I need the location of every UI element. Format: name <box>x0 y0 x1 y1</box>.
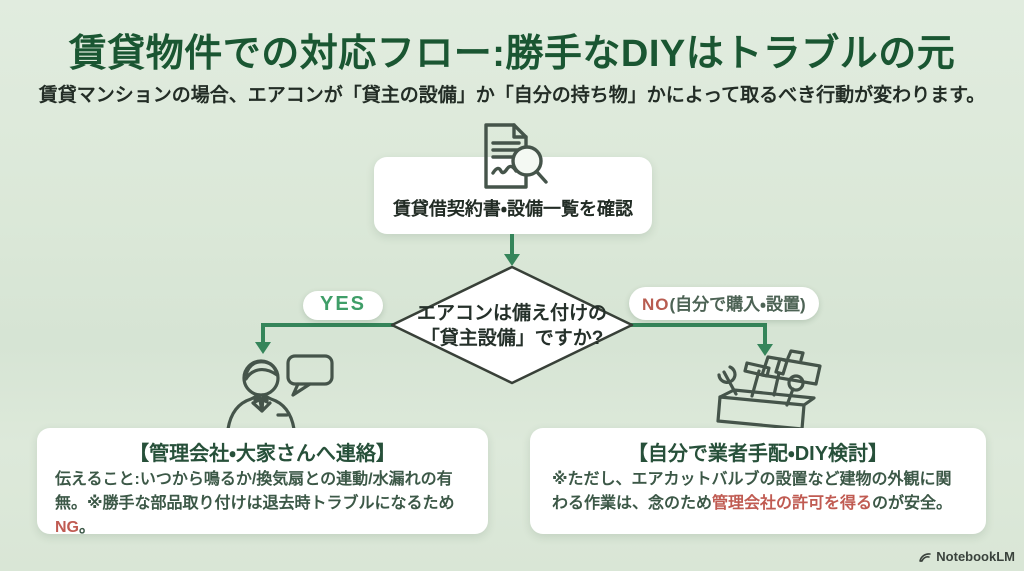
diy-consider-box: 【自分で業者手配・DIY検討】 ※ただし、エアカットバルブの設置など建物の外観に… <box>530 428 986 534</box>
document-search-icon <box>484 123 548 189</box>
notebooklm-logo-icon <box>919 553 932 562</box>
contact-landlord-title: 【管理会社・大家さんへ連絡】 <box>129 443 396 465</box>
decision-question: エアコンは備え付けの 「貸主設備」ですか? <box>392 301 632 352</box>
yes-label: YES <box>320 293 367 315</box>
decision-question-line2: 「貸主設備」ですか? <box>420 328 604 350</box>
diy-consider-body: ※ただし、エアカットバルブの設置など建物の外観に関わる作業は、念のため管理会社の… <box>552 468 964 516</box>
check-contract-label: 賃貸借契約書・設備一覧を確認 <box>392 199 634 219</box>
diy-permission-highlight: 管理会社の許可を得る <box>712 495 873 512</box>
contact-landlord-body-end: 。 <box>79 519 96 536</box>
no-note: (自分で購入・設置) <box>669 295 806 314</box>
no-label: NO <box>642 295 670 314</box>
diy-consider-body-end: のが安全。 <box>872 495 953 512</box>
brand-name: NotebookLM <box>936 549 1015 564</box>
page-subtitle: 賃貸マンションの場合、エアコンが「貸主の設備」か「自分の持ち物」かによって取るべ… <box>38 85 986 106</box>
brand-watermark: NotebookLM <box>918 549 1015 564</box>
decision-question-line1: エアコンは備え付けの <box>416 303 607 324</box>
contact-landlord-body-text: 伝えること:いつから鳴るか/換気扇との連動/水漏れの有無。※勝手な部品取り付けは… <box>55 471 455 512</box>
diy-consider-body-text: ※ただし、エアカットバルブの設置など建物の外観に関わる作業は、念のため <box>552 471 952 512</box>
contact-landlord-box: 【管理会社・大家さんへ連絡】 伝えること:いつから鳴るか/換気扇との連動/水漏れ… <box>37 428 488 536</box>
diy-consider-title: 【自分で業者手配・DIY検討】 <box>627 443 889 465</box>
business-person-icon <box>226 354 334 431</box>
yes-label-pill: YES <box>303 291 384 320</box>
contact-landlord-ng-highlight: NG <box>55 519 79 536</box>
check-contract-box: 賃貸借契約書・設備一覧を確認 <box>374 157 652 234</box>
toolbox-icon <box>716 349 822 431</box>
contact-landlord-body: 伝えること:いつから鳴るか/換気扇との連動/水漏れの有無。※勝手な部品取り付けは… <box>55 468 470 540</box>
no-label-pill: NO(自分で購入・設置) <box>629 287 819 320</box>
page-title: 賃貸物件での対応フロー:勝手なDIYはトラブルの元 <box>68 33 956 75</box>
